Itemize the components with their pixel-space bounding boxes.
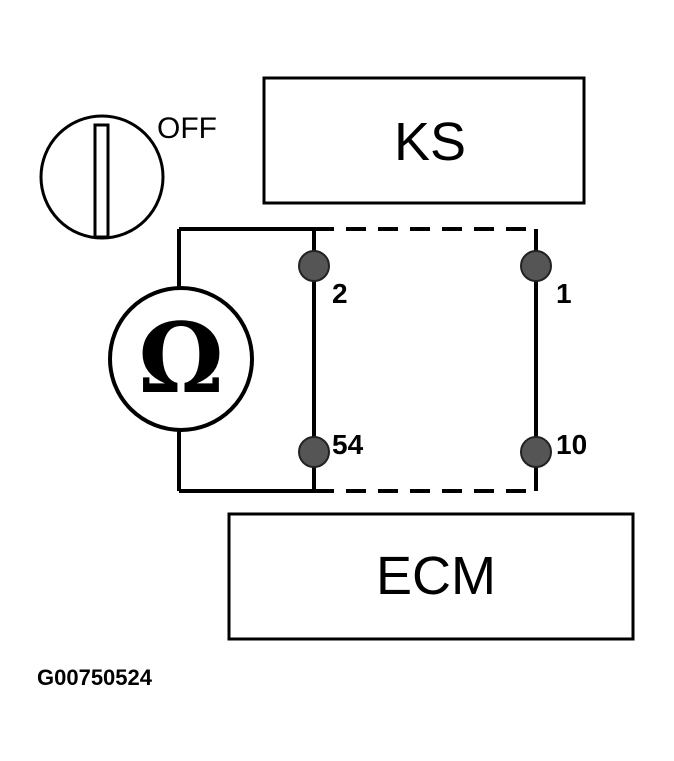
pin-label-1: 1 <box>556 278 572 309</box>
knock-sensor-label: KS <box>394 112 466 172</box>
ohmmeter-icon <box>108 286 254 432</box>
figure-id: G00750524 <box>37 665 153 690</box>
harness-dashed-outline <box>314 227 536 493</box>
ecm-label: ECM <box>376 546 496 606</box>
knock-sensor-box <box>262 76 586 205</box>
ohm-symbol: Ω <box>138 302 223 415</box>
pin-label-2: 2 <box>332 278 348 309</box>
connector-pins <box>298 250 552 468</box>
pin-2-dot <box>298 250 330 282</box>
ignition-key-icon <box>39 114 165 240</box>
ecm-box <box>227 512 635 641</box>
ignition-key-slot <box>93 123 110 239</box>
pin-1-dot <box>520 250 552 282</box>
ignition-state-label: OFF <box>157 112 217 145</box>
ignition-switch <box>39 114 165 240</box>
pin-label-54: 54 <box>332 429 364 460</box>
pin-10-dot <box>520 436 552 468</box>
ohmmeter: Ω <box>108 286 254 432</box>
pin-label-10: 10 <box>556 429 587 460</box>
pin-54-dot <box>298 436 330 468</box>
